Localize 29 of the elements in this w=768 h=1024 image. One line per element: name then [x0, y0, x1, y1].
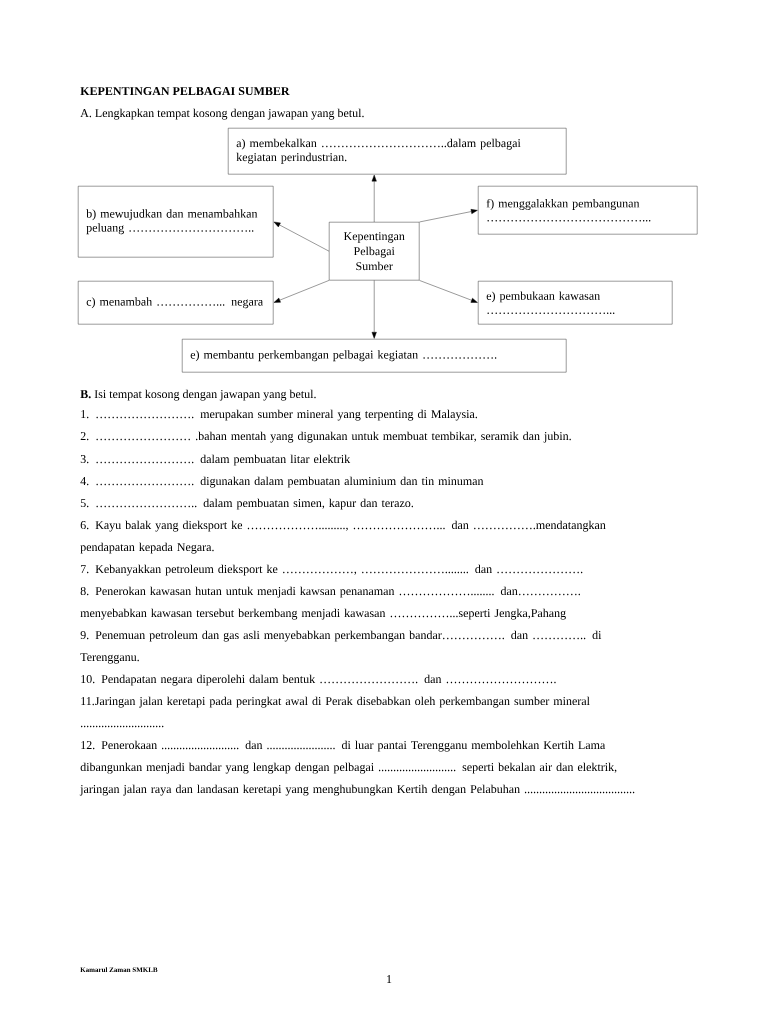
question: 11.Jaringan jalan keretapi pada peringkat awal di Perak disebabkan oleh perkembangan sumber mineral ............................ [81, 696, 590, 728]
question: 4. ……………………. digunakan dalam pembuatan aluminium dan tin minuman [80, 476, 484, 488]
arrow [371, 174, 377, 223]
center-box: Kepentingan Pelbagai Sumber [329, 222, 420, 281]
heading: KEPENTINGAN PELBAGAI SUMBER [80, 87, 290, 96]
answer-box: e) membantu perkembangan pelbagai kegiatan ………………. [182, 339, 567, 373]
answer-box: a) membekalkan …………………………..dalam pelbagai kegiatan perindustrian. [228, 128, 567, 175]
arrow [273, 280, 330, 303]
answer-box: c) menambah ……………... negara [78, 281, 274, 325]
answer-box: f) menggalakkan pembangunan …………………………………... [478, 186, 698, 235]
question: 6. Kayu balak yang dieksport ke ………………........., …………………... dan …………….mendatangkan pendapatan kepada Negara. [80, 520, 606, 554]
answer-box: e) pembukaan kawasan …………………………... [478, 281, 673, 325]
answer-box: b) mewujudkan dan menambahkan peluang ………………………….. [78, 186, 274, 258]
page-number: 1 [387, 975, 392, 983]
instruction: A. Lengkapkan tempat kosong dengan jawapan yang betul. [80, 108, 364, 120]
question: 9. Penemuan petroleum dan gas asli menyebabkan perkembangan bandar……………. dan ………….. di Terengganu. [80, 630, 602, 664]
instruction: B. Isi tempat kosong dengan jawapan yang betul. [80, 389, 316, 401]
arrow [273, 221, 330, 252]
question: 1. ……………………. merupakan sumber mineral yang terpenting di Malaysia. [81, 409, 477, 421]
question: 8. Penerokan kawasan hutan untuk menjadi kawsan penanaman ………………........ dan……………. menyebabkan kawasan tersebut berkembang menjadi kawasan ……………...seperti Jengka,Pahang [80, 586, 580, 620]
arrow [419, 280, 478, 303]
question: 10. Pendapatan negara diperolehi dalam bentuk ……………………. dan ………………………. [81, 674, 556, 686]
arrow [371, 280, 377, 339]
question: 2. …………………… .bahan mentah yang digunakan untuk membuat tembikar, seramik dan jubin. [80, 431, 571, 443]
question: 7. Kebanyakkan petroleum dieksport ke ………………, …………………........ dan …………………. [81, 564, 583, 576]
question: 12. Penerokaan .......................... dan ....................... di luar pantai Terengganu membolehkan Kertih Lama dibangunkan menjadi bandar yang lengkap dengan pelbagai .......................... seperti bekalan air dan elektrik, jaringan jalan raya dan landasan keretapi yang menghubungkan Kertih dengan Pelabuhan ..................................... [79, 740, 635, 796]
question: 3. ……………………. dalam pembuatan litar elektrik [80, 454, 351, 466]
arrow [419, 209, 478, 223]
question: 5. …………………….. dalam pembuatan simen, kapur dan terazo. [80, 498, 414, 510]
